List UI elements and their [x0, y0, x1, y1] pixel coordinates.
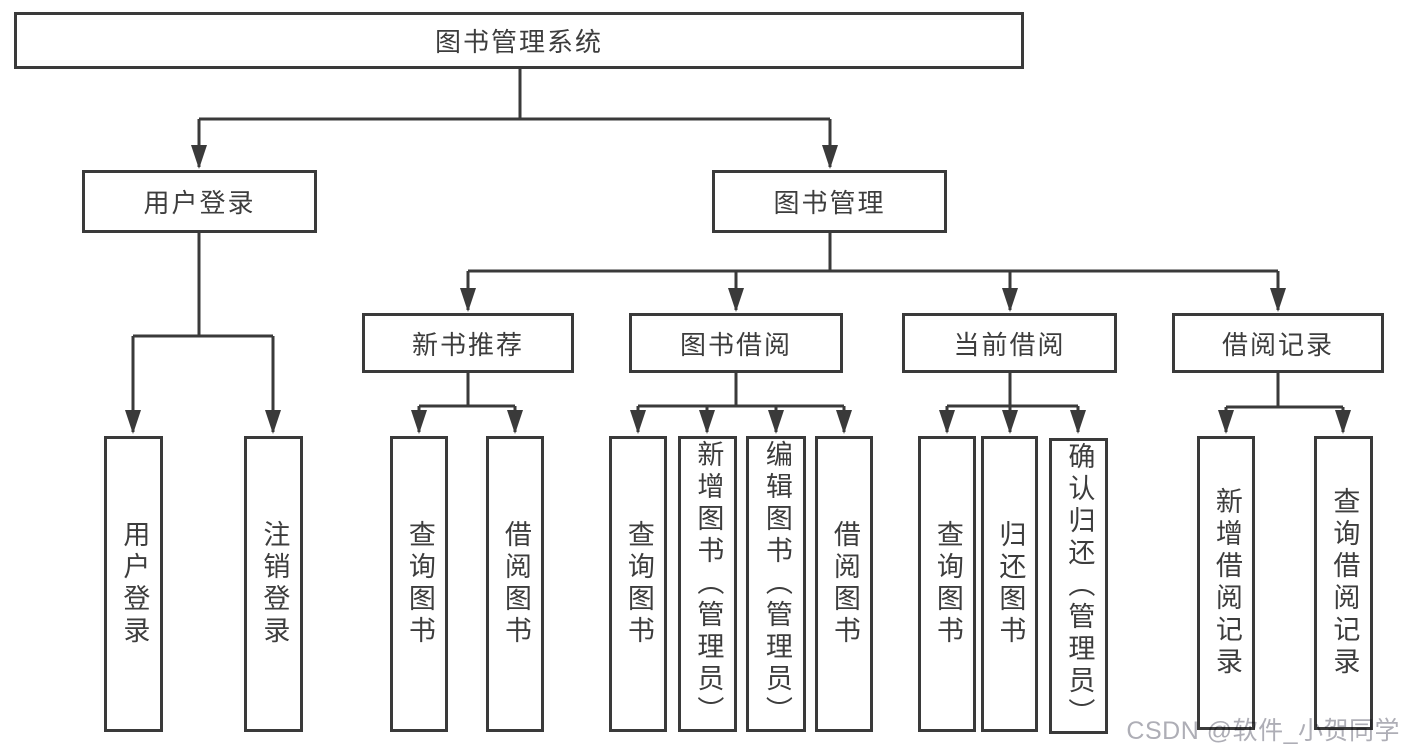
- leaf-query-books-1: 查询图书: [390, 436, 448, 732]
- leaf-return-books-label: 归还图书: [995, 520, 1026, 648]
- leaf-add-books-label: 新增图书（管理员）: [693, 440, 724, 728]
- leaf-borrow-books-2: 借阅图书: [815, 436, 873, 732]
- leaf-borrow-books-1: 借阅图书: [486, 436, 544, 732]
- leaf-user-login-label: 用户登录: [119, 520, 150, 648]
- leaf-logout-label: 注销登录: [259, 520, 290, 648]
- csdn-watermark: CSDN @软件_小贺同学: [1126, 717, 1400, 745]
- leaf-return-books: 归还图书: [981, 436, 1038, 732]
- leaf-query-books-2: 查询图书: [609, 436, 667, 732]
- node-user-login-label: 用户登录: [143, 188, 256, 218]
- leaf-query-books-3-label: 查询图书: [932, 520, 963, 648]
- leaf-borrow-books-2-label: 借阅图书: [829, 520, 860, 648]
- leaf-add-books: 新增图书（管理员）: [678, 436, 737, 732]
- node-book-borrow: 图书借阅: [629, 313, 843, 373]
- leaf-borrow-books-1-label: 借阅图书: [500, 520, 531, 648]
- node-current-borrow: 当前借阅: [902, 313, 1117, 373]
- node-new-book-recommend-label: 新书推荐: [411, 329, 524, 360]
- node-root-label: 图书管理系统: [434, 27, 603, 57]
- leaf-add-borrow-record: 新增借阅记录: [1197, 436, 1255, 730]
- node-borrow-records: 借阅记录: [1172, 313, 1384, 373]
- leaf-edit-books-label: 编辑图书（管理员）: [761, 440, 792, 728]
- leaf-confirm-return-label: 确认归还（管理员）: [1064, 442, 1095, 730]
- node-book-borrow-label: 图书借阅: [679, 329, 792, 360]
- node-book-management: 图书管理: [712, 170, 947, 233]
- leaf-query-books-2-label: 查询图书: [623, 520, 654, 648]
- leaf-query-books-3: 查询图书: [918, 436, 976, 732]
- node-user-login: 用户登录: [82, 170, 317, 233]
- leaf-query-borrow-record: 查询借阅记录: [1314, 436, 1373, 730]
- leaf-query-books-1-label: 查询图书: [404, 520, 435, 648]
- node-root: 图书管理系统: [14, 12, 1024, 69]
- leaf-logout: 注销登录: [244, 436, 303, 732]
- leaf-confirm-return: 确认归还（管理员）: [1049, 438, 1108, 734]
- leaf-add-borrow-record-label: 新增借阅记录: [1211, 487, 1242, 679]
- node-borrow-records-label: 借阅记录: [1221, 329, 1334, 360]
- node-new-book-recommend: 新书推荐: [362, 313, 574, 373]
- node-book-management-label: 图书管理: [773, 188, 886, 218]
- leaf-user-login: 用户登录: [104, 436, 163, 732]
- leaf-query-borrow-record-label: 查询借阅记录: [1329, 487, 1360, 679]
- leaf-edit-books: 编辑图书（管理员）: [746, 436, 806, 732]
- node-current-borrow-label: 当前借阅: [953, 329, 1066, 360]
